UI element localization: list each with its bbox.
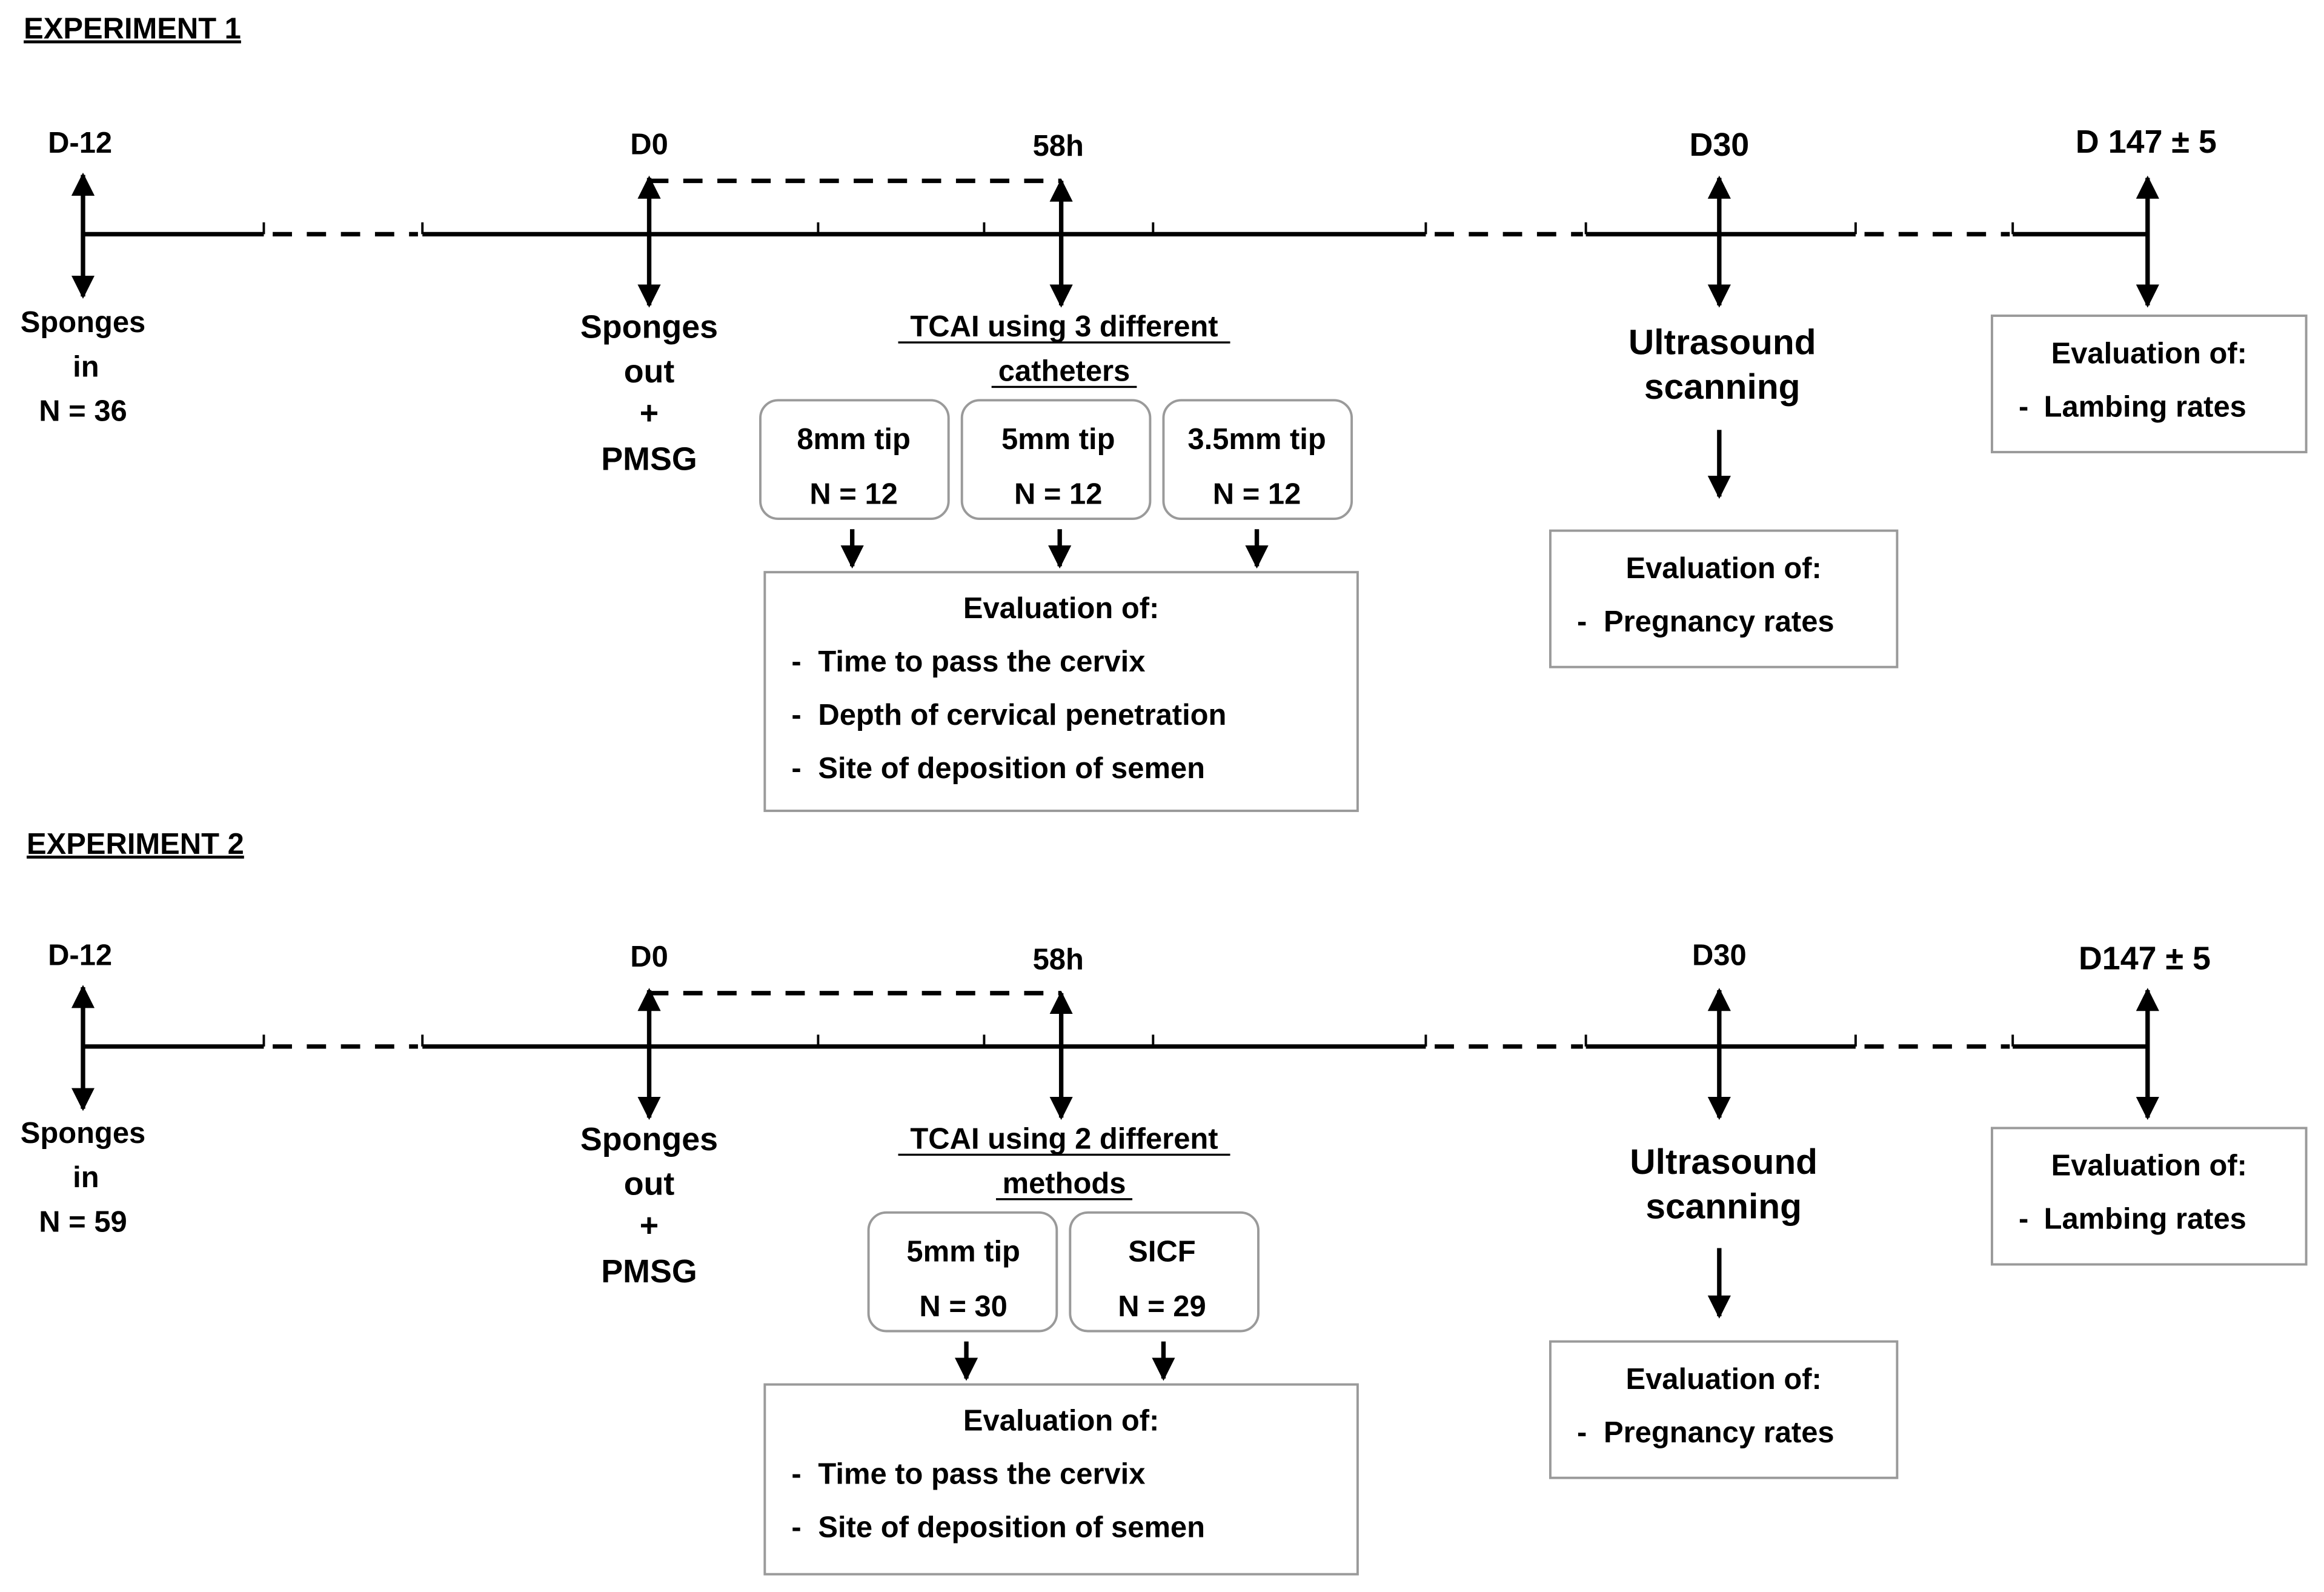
label-d30: D30 xyxy=(1692,939,1747,971)
tcai-line-2: catheters xyxy=(998,355,1130,388)
label-58h: 58h xyxy=(1033,130,1084,162)
sponges-in-label: Sponges in N = 36 xyxy=(21,306,146,428)
bullet-dash: - xyxy=(791,1457,801,1490)
evaluation-heading: Evaluation of: xyxy=(2051,1150,2247,1182)
catheter-group-5mm: 5mm tip N = 12 xyxy=(960,399,1152,521)
group-label: 5mm tip xyxy=(906,1236,1020,1268)
sponges-in-line-2: in xyxy=(73,1161,99,1194)
evaluation-item: Pregnancy rates xyxy=(1604,1416,1834,1449)
group-label: 8mm tip xyxy=(797,423,911,456)
tcai-evaluation-box: Evaluation of: - Time to pass the cervix… xyxy=(763,1383,1359,1576)
label-58h: 58h xyxy=(1033,944,1084,976)
bullet-dash: - xyxy=(791,645,801,678)
evaluation-item: Time to pass the cervix xyxy=(818,645,1145,678)
sponges-in-label: Sponges in N = 59 xyxy=(21,1117,146,1239)
group-count: N = 12 xyxy=(809,478,897,511)
group-label: 5mm tip xyxy=(1001,423,1115,456)
method-group-5mm: 5mm tip N = 30 xyxy=(867,1211,1058,1333)
evaluation-heading: Evaluation of: xyxy=(963,1404,1159,1437)
bullet-dash: - xyxy=(1577,605,1587,638)
experiment-2-title: EXPERIMENT 2 xyxy=(27,828,244,861)
experiment-2: EXPERIMENT 2 D-12 D0 58h D30 D147 ± 5 xyxy=(21,828,2308,1576)
ultrasound-line-2: scanning xyxy=(1644,367,1801,407)
label-d147: D 147 ± 5 xyxy=(2076,124,2217,160)
sponges-in-line-2: in xyxy=(73,350,99,383)
label-d-minus-12: D-12 xyxy=(48,939,112,971)
group-count: N = 30 xyxy=(919,1290,1007,1323)
sponges-out-line-1: Sponges xyxy=(580,1121,718,1157)
lambing-evaluation-box: Evaluation of: - Lambing rates xyxy=(1991,1127,2308,1266)
bullet-dash: - xyxy=(791,752,801,785)
label-d147: D147 ± 5 xyxy=(2079,941,2211,977)
tcai-line-1: TCAI using 2 different xyxy=(910,1123,1218,1156)
bullet-dash: - xyxy=(791,1511,801,1544)
ultrasound-line-2: scanning xyxy=(1645,1187,1802,1227)
tcai-heading: TCAI using 2 different methods xyxy=(898,1123,1230,1201)
group-label: SICF xyxy=(1128,1236,1195,1268)
evaluation-item: Site of deposition of semen xyxy=(818,1511,1205,1544)
bullet-dash: - xyxy=(2019,1203,2028,1236)
evaluation-heading: Evaluation of: xyxy=(2051,337,2247,370)
sponges-in-line-1: Sponges xyxy=(21,1117,146,1150)
experiment-1-title: EXPERIMENT 1 xyxy=(24,13,241,45)
sponges-out-label: Sponges out + PMSG xyxy=(580,309,718,478)
timeline-axis xyxy=(82,178,2150,237)
group-label: 3.5mm tip xyxy=(1187,423,1326,456)
ultrasound-line-1: Ultrasound xyxy=(1628,323,1816,362)
experiment-1: EXPERIMENT 1 D-12 D0 58h D30 D 147 ± 5 xyxy=(21,13,2308,812)
sponges-out-pmsg: PMSG xyxy=(601,1253,697,1290)
sponges-out-label: Sponges out + PMSG xyxy=(580,1121,718,1290)
evaluation-heading: Evaluation of: xyxy=(963,592,1159,625)
label-d0: D0 xyxy=(630,941,668,973)
pregnancy-evaluation-box: Evaluation of: - Pregnancy rates xyxy=(1549,1340,1899,1479)
sponges-out-line-1: Sponges xyxy=(580,309,718,345)
sponges-in-line-1: Sponges xyxy=(21,306,146,339)
bullet-dash: - xyxy=(2019,390,2028,423)
ultrasound-label: Ultrasound scanning xyxy=(1628,323,1816,407)
sponges-out-pmsg: PMSG xyxy=(601,441,697,477)
lambing-evaluation-box: Evaluation of: - Lambing rates xyxy=(1991,315,2308,453)
evaluation-item: Pregnancy rates xyxy=(1604,605,1834,638)
sponges-out-plus: + xyxy=(640,395,659,431)
evaluation-heading: Evaluation of: xyxy=(1625,552,1821,585)
label-d30: D30 xyxy=(1689,127,1749,163)
sponges-in-count: N = 59 xyxy=(39,1206,127,1239)
label-d0: D0 xyxy=(630,128,668,161)
bullet-dash: - xyxy=(791,699,801,731)
tcai-line-1: TCAI using 3 different xyxy=(910,310,1218,343)
sponges-out-line-2: out xyxy=(624,1165,675,1202)
timeline-axis xyxy=(82,991,2150,1049)
group-count: N = 12 xyxy=(1014,478,1102,511)
evaluation-heading: Evaluation of: xyxy=(1625,1363,1821,1396)
evaluation-item: Site of deposition of semen xyxy=(818,752,1205,785)
group-count: N = 12 xyxy=(1213,478,1301,511)
sponges-out-plus: + xyxy=(640,1207,659,1244)
sponges-out-line-2: out xyxy=(624,353,675,390)
group-count: N = 29 xyxy=(1118,1290,1206,1323)
catheter-group-3-5mm: 3.5mm tip N = 12 xyxy=(1162,399,1353,521)
tcai-line-2: methods xyxy=(1003,1167,1126,1200)
pregnancy-evaluation-box: Evaluation of: - Pregnancy rates xyxy=(1549,529,1899,668)
bullet-dash: - xyxy=(1577,1416,1587,1449)
evaluation-item: Lambing rates xyxy=(2044,1203,2246,1236)
ultrasound-label: Ultrasound scanning xyxy=(1630,1142,1818,1226)
tcai-evaluation-box: Evaluation of: - Time to pass the cervix… xyxy=(763,571,1359,812)
evaluation-item: Lambing rates xyxy=(2044,390,2246,423)
evaluation-item: Depth of cervical penetration xyxy=(818,699,1226,731)
method-group-sicf: SICF N = 29 xyxy=(1069,1211,1260,1333)
catheter-group-8mm: 8mm tip N = 12 xyxy=(759,399,950,521)
ultrasound-line-1: Ultrasound xyxy=(1630,1142,1818,1182)
sponges-in-count: N = 36 xyxy=(39,395,127,428)
tcai-heading: TCAI using 3 different catheters xyxy=(898,310,1230,388)
label-d-minus-12: D-12 xyxy=(48,127,112,159)
evaluation-item: Time to pass the cervix xyxy=(818,1457,1145,1490)
